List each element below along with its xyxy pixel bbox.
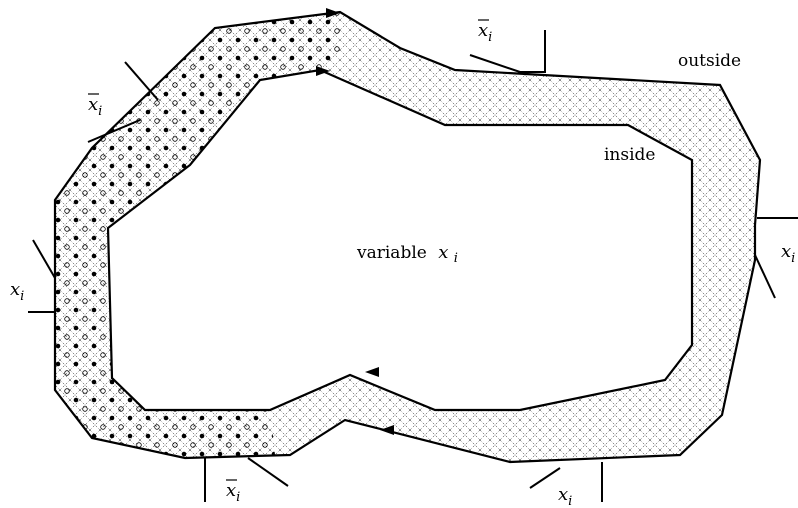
terminal-label-sub: i xyxy=(568,494,572,508)
inside-label: inside xyxy=(604,145,656,165)
terminal-bottom-left-2 xyxy=(247,457,289,487)
center-label-word: variable xyxy=(356,243,427,263)
terminal-label-sub: i xyxy=(488,30,492,45)
center-label: variable x i xyxy=(356,242,458,266)
svg-text:xi: xi xyxy=(478,20,492,45)
direction-arrows xyxy=(316,8,394,435)
terminal-label-sub: i xyxy=(236,490,240,505)
terminal-label-bottom-right: xi xyxy=(558,484,572,508)
terminal-left-1 xyxy=(32,239,56,279)
terminal-top-left-2 xyxy=(87,119,141,143)
arrow-top-inner xyxy=(316,66,330,76)
terminal-label-sub: i xyxy=(20,289,24,304)
terminal-label-base: x xyxy=(558,484,568,505)
terminal-label-sub: i xyxy=(98,104,102,119)
terminal-right-2 xyxy=(754,254,776,299)
terminal-lines xyxy=(28,30,798,502)
terminal-label-sub: i xyxy=(791,251,795,266)
terminal-top-left-1 xyxy=(124,61,159,101)
terminal-label-left: xi xyxy=(10,279,24,304)
outside-label: outside xyxy=(678,51,741,71)
center-label-var: x xyxy=(438,242,448,263)
terminal-bottom-right-1 xyxy=(529,467,561,489)
arrow-top-outer xyxy=(326,8,340,18)
dotted-band-overlay xyxy=(55,12,340,458)
inner-boundary xyxy=(106,68,694,412)
terminal-label-base: x xyxy=(781,241,791,262)
svg-text:xi: xi xyxy=(88,94,102,119)
arrow-bottom-inner xyxy=(380,425,394,435)
outer-boundary xyxy=(53,10,762,464)
terminal-label-negated-top-left: xi xyxy=(88,93,102,119)
svg-text:xi: xi xyxy=(558,484,572,508)
terminal-label-base: x xyxy=(88,94,98,115)
terminal-label-negated-bottom: xi xyxy=(226,479,240,505)
terminal-label-base: x xyxy=(10,279,20,300)
svg-text:xi: xi xyxy=(781,241,795,266)
terminal-label-right: xi xyxy=(781,241,795,266)
terminal-label-base: x xyxy=(478,20,488,41)
svg-text:xi: xi xyxy=(226,480,240,505)
svg-text:xi: xi xyxy=(10,279,24,304)
terminal-top-right xyxy=(469,30,546,73)
arrow-bottom-outer xyxy=(365,367,379,377)
center-label-sub: i xyxy=(454,251,458,266)
terminal-label-negated-top-right: xi xyxy=(478,19,492,45)
terminal-label-base: x xyxy=(226,480,236,501)
